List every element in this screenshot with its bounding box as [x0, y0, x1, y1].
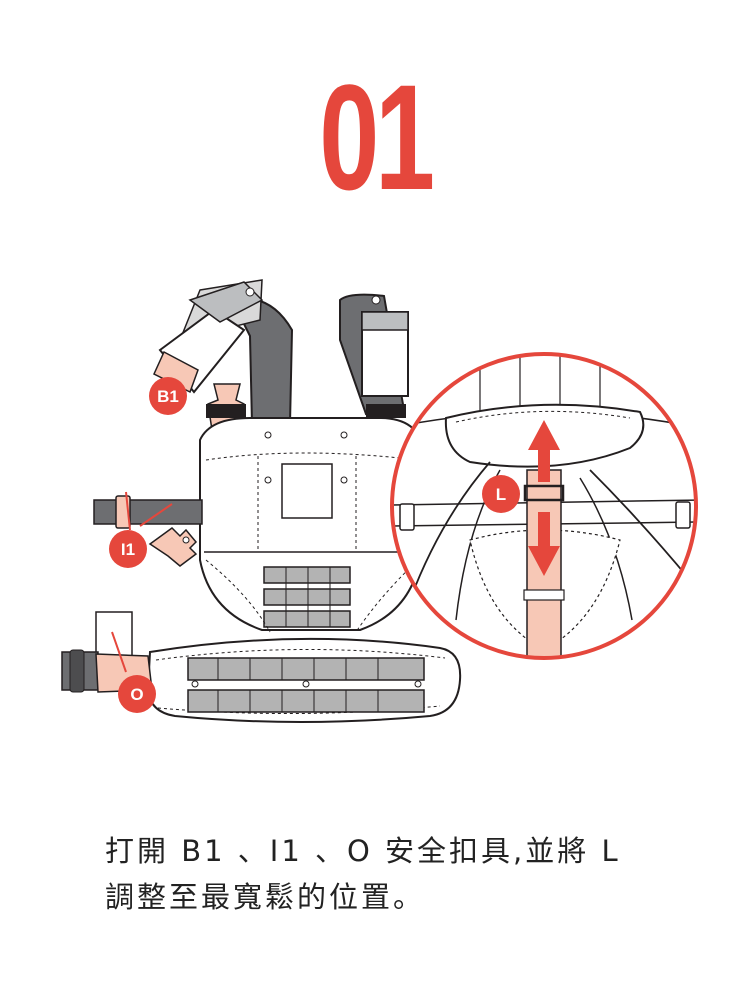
callout-l: L	[482, 475, 520, 513]
callout-b1-label: B1	[157, 387, 179, 406]
left-shoulder-strap	[153, 279, 294, 441]
callout-o-label: O	[130, 685, 143, 704]
zoom-detail	[390, 352, 698, 660]
callout-i1-label: I1	[121, 540, 135, 559]
callout-b1: B1	[149, 377, 187, 415]
instruction-line-1: 打開 B1 、I1 、O 安全扣具,並將 L	[105, 834, 621, 868]
side-strap-i1	[93, 491, 203, 567]
callout-i1: I1	[109, 530, 147, 568]
callout-o: O	[118, 675, 156, 713]
waist-belt	[61, 611, 462, 723]
instruction-text: 打開 B1 、I1 、O 安全扣具,並將 L 調整至最寬鬆的位置。	[105, 828, 665, 920]
instruction-line-2: 調整至最寬鬆的位置。	[105, 880, 426, 914]
right-shoulder-strap	[339, 293, 409, 439]
carrier-panel	[199, 417, 426, 633]
callout-l-label: L	[496, 485, 506, 504]
step-number: 01	[319, 53, 435, 221]
